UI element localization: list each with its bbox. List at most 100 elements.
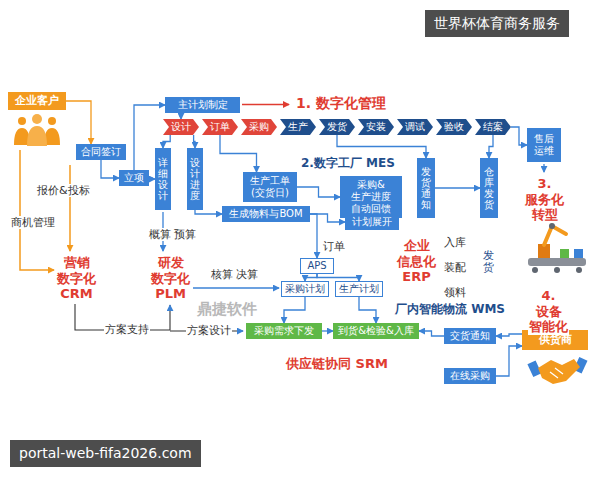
node-text: 计划展开 (352, 216, 392, 228)
node-text: 采购需求下发 (254, 325, 314, 337)
node-text: 企业客户 (15, 94, 59, 107)
stage-chevron: 生产 (280, 119, 316, 135)
person-icon (32, 114, 42, 124)
node-text: 在线采购 (450, 370, 490, 382)
node-text: 采购&生产进度 自动回馈 (351, 179, 391, 215)
supply-box: 到货&检验&入库 (333, 323, 419, 339)
flow-label: 发货 (483, 250, 494, 274)
plan-box: APS (300, 258, 334, 274)
conveyor (528, 258, 586, 266)
flow-line (69, 165, 71, 251)
flow-label: 概算 预算 (148, 228, 198, 241)
process-box: 发货通知 (417, 158, 435, 218)
product-box (574, 249, 583, 258)
chevron-shape (241, 119, 277, 135)
flow-arrow (496, 346, 522, 376)
section-title: 企业 信息化 ERP (396, 238, 437, 285)
stage-chevron: 采购 (241, 119, 277, 135)
node-text: APS (307, 260, 326, 272)
node-text: 生产 (288, 121, 308, 133)
watermark: portal-web-fifa2026.com (10, 440, 201, 467)
party-box: 企业客户 (8, 92, 66, 110)
flow-arrow (305, 274, 317, 281)
flow-arrow (322, 330, 333, 331)
process-box: 售后 运维 (527, 128, 561, 162)
flow-arrow (359, 297, 376, 323)
handshake-icon (538, 359, 580, 384)
flow-arrow (180, 113, 181, 119)
flow-arrow (297, 187, 340, 197)
section-title: 2.数字工厂 MES (300, 156, 396, 170)
flow-label: 装配 (443, 261, 467, 274)
node-text: 验收 (444, 121, 464, 133)
stage-chevron: 设计 (163, 119, 199, 135)
chevron-shape (202, 119, 238, 135)
chevron-shape (475, 119, 511, 135)
robot-arm (544, 226, 566, 245)
flow-label: 订单 (322, 240, 346, 253)
node-text: 主计划制定 (178, 99, 228, 111)
flow-arrow (101, 160, 119, 178)
stage-chevron: 发货 (319, 119, 355, 135)
chevron-shape (358, 119, 394, 135)
flow-line (543, 164, 544, 172)
section-title: 1. 数字化管理 (295, 95, 387, 112)
flow-line (242, 104, 289, 106)
process-box: 仓库发货 (480, 158, 498, 218)
roller (554, 267, 560, 273)
flow-line (20, 150, 54, 270)
process-box: 主计划制定 (165, 97, 240, 113)
process-box: 在线采购 (444, 368, 496, 384)
flow-line (193, 287, 279, 288)
stage-chevron: 验收 (436, 119, 472, 135)
flow-arrow (435, 187, 480, 188)
stage-chevron: 安装 (358, 119, 394, 135)
section-title: 厂内智能物流 WMS (394, 302, 506, 316)
flow-arrow (66, 101, 91, 144)
process-box: 设计进度 (187, 148, 203, 210)
flow-arrow (284, 297, 305, 323)
process-box: 交货通知 (444, 328, 496, 344)
plan-box: 生产计划 (335, 281, 383, 297)
section-title: 4.设备 智能化 (528, 288, 569, 335)
person-icon (48, 117, 56, 125)
flow-arrow (337, 135, 426, 158)
plan-box: 采购计划 (281, 281, 329, 297)
stage-chevron: 订单 (202, 119, 238, 135)
flow-label: 领料 (443, 286, 467, 299)
node-text: 立项 (124, 172, 144, 184)
stage-chevron: 结案 (475, 119, 511, 135)
watermark: 鼎捷软件 (196, 300, 258, 318)
stage-chevron: 调试 (397, 119, 433, 135)
node-text: 到货&检验&入库 (338, 325, 414, 337)
robot-joint (549, 223, 555, 229)
supply-box: 采购需求下发 (246, 323, 322, 339)
flow-label: 核算 决算 (210, 268, 260, 281)
node-text: 交货通知 (450, 330, 490, 342)
person-icon (27, 126, 47, 146)
node-text: 生成物料与BOM (229, 208, 302, 220)
flow-arrow (489, 135, 493, 158)
watermark: 世界杯体育商务服务 (425, 10, 569, 37)
node-text: 生产工单 (交货日) (250, 175, 290, 199)
node-text: 调试 (405, 121, 425, 133)
node-text: 供货商 (539, 333, 572, 346)
process-box: 生产工单 (交货日) (243, 172, 297, 202)
chevron-shape (280, 119, 316, 135)
person-icon (18, 117, 26, 125)
section-title: 研发 数字化 PLM (150, 255, 191, 302)
flow-arrow (310, 214, 317, 258)
flow-label: 方案设计 (186, 324, 232, 337)
flow-arrow (496, 334, 522, 336)
node-text: 采购计划 (285, 283, 325, 295)
product-box (560, 249, 569, 258)
node-text: 详细设计 (158, 157, 168, 201)
node-text: 发货通知 (421, 166, 431, 210)
node-text: 生产计划 (339, 283, 379, 295)
node-text: 采购 (249, 121, 269, 133)
process-box: 生成物料与BOM (222, 206, 310, 222)
